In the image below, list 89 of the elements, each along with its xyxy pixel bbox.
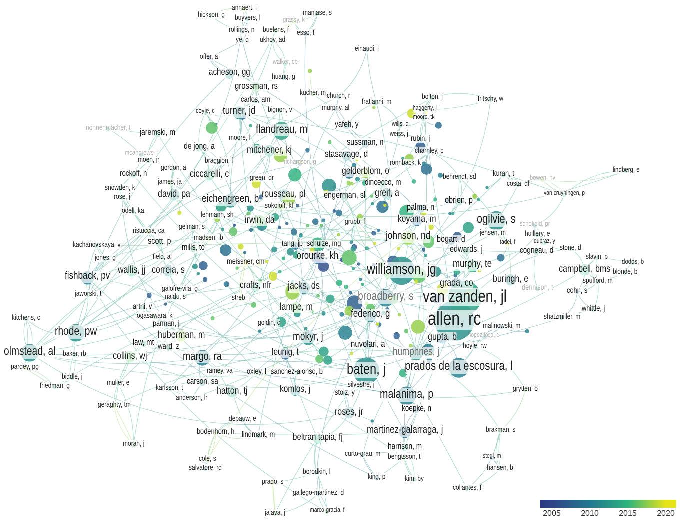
- node-label: williamson, jg: [367, 262, 436, 278]
- node-label: irwin, da: [245, 214, 275, 226]
- node-label: baten, j: [347, 362, 386, 378]
- node-label: yafeh, y: [335, 120, 359, 130]
- node-label: allen, rc: [428, 310, 482, 330]
- node-label: mitchener, kj: [247, 144, 292, 156]
- node-label: johnson, nd: [386, 231, 431, 243]
- node-label: komlos, j: [280, 384, 311, 396]
- node-label: grada, co: [440, 278, 474, 288]
- node-label: broadberry, s: [358, 290, 414, 304]
- node-label: whittle, j: [582, 304, 606, 314]
- node-label: ciccarelli, c: [190, 168, 230, 180]
- node-label: parman, j: [153, 320, 180, 328]
- node-label: rubin, j: [411, 134, 430, 144]
- node-label: turner, jd: [223, 106, 256, 118]
- node-label: greif, a: [375, 188, 400, 198]
- node-label: leunig, t: [272, 348, 299, 358]
- node-label: martinez-galarraga, j: [367, 425, 444, 437]
- node-label: harrison, m: [388, 442, 422, 452]
- node-label: oxley, l: [247, 368, 266, 376]
- node-label: huberman, m: [158, 330, 206, 340]
- node-label: stasavage, d: [325, 150, 368, 160]
- node-label: margo, ra: [183, 350, 222, 364]
- node-label: carson, sa: [187, 377, 218, 387]
- node-label: cohn, s: [567, 286, 588, 296]
- node-label: de jong, a: [184, 142, 215, 152]
- node-label: dincecco, m: [365, 178, 402, 188]
- node-label: bodenhorn, h: [197, 428, 235, 436]
- node-label: hatton, tj: [217, 386, 248, 396]
- node-label: acheson, gg: [209, 68, 250, 78]
- node-label: koepke, n: [402, 404, 432, 414]
- node-label: sussman, n: [347, 138, 384, 148]
- node-label: lindmark, m: [242, 430, 276, 440]
- node-label: palma, n: [407, 203, 435, 213]
- legend-label: 2020: [657, 510, 675, 519]
- node-label: obrien, p: [445, 196, 474, 206]
- node-label: collins, wj: [113, 350, 148, 362]
- node-label: scott, p: [148, 237, 172, 247]
- node-label: gupta, b: [428, 332, 457, 342]
- node-label: engerman, sl: [324, 191, 366, 201]
- node-label: olmstead, al: [4, 345, 56, 359]
- node-label: carlos, am: [241, 96, 271, 104]
- node-label: humphries, j: [393, 347, 440, 359]
- node-label: stolz, y: [335, 388, 355, 398]
- node-label: gelderblom, o: [342, 166, 390, 178]
- node-label: jacks, ds: [288, 281, 320, 293]
- legend-label: 2015: [619, 510, 637, 519]
- node-label: rockoff, h: [120, 169, 148, 179]
- node-label: crafts, nfr: [240, 280, 272, 292]
- node-label: campbell, bms: [559, 264, 611, 274]
- node-label: rousseau, pl: [262, 188, 306, 200]
- node-label: murphy, te: [453, 259, 492, 271]
- node-label: prados de la escosura, l: [405, 360, 513, 374]
- node-label: david, pa: [158, 188, 190, 200]
- node-label: wallis, jj: [118, 264, 146, 276]
- node-label: lampe, m: [280, 302, 313, 312]
- node-label: correia, s: [152, 264, 185, 276]
- node-label: beltran tapia, fj: [293, 432, 343, 444]
- node-label: law, mt: [133, 338, 154, 348]
- node-label: rhode, pw: [55, 325, 98, 339]
- node-label: eichengreen, b: [202, 194, 260, 206]
- node-label: nuvolari, a: [351, 338, 386, 350]
- node-label: mills, tc: [182, 243, 205, 253]
- node-label: roses, jr: [335, 406, 364, 418]
- node-label: arthi, v: [133, 302, 152, 312]
- node-label: ogilvie, s: [477, 213, 516, 227]
- node-label: dennison, t: [522, 284, 554, 292]
- node-label: edwards, j: [450, 245, 483, 255]
- node-label: ward, z: [158, 342, 180, 352]
- node-label: federico, g: [351, 309, 390, 321]
- legend-label: 2005: [543, 510, 561, 519]
- node-label: cogneau, d: [520, 246, 554, 256]
- node-label: fishback, pv: [65, 271, 110, 283]
- node-label: koyama, m: [398, 214, 436, 226]
- node-label: sanchez-alonso, b: [271, 368, 323, 376]
- node-label: meissner, cm: [227, 258, 265, 266]
- node-label: flandreau, m: [256, 124, 308, 136]
- node-label: kuran, t: [493, 170, 514, 178]
- node-label: orourke, kh: [297, 251, 339, 263]
- node-label: malanima, p: [380, 388, 434, 402]
- legend-label: 2010: [581, 510, 599, 519]
- node-label: bogart, d: [437, 235, 466, 245]
- node-label: schulze, mg: [307, 240, 342, 248]
- node-label: tang, jp: [282, 240, 303, 248]
- node-label: mokyr, j: [293, 330, 324, 344]
- node-label: jaremski, m: [140, 128, 176, 138]
- node-label: buringh, e: [493, 274, 529, 284]
- node-label: grossman, rs: [235, 80, 278, 92]
- node-label: van zanden, jl: [423, 288, 507, 306]
